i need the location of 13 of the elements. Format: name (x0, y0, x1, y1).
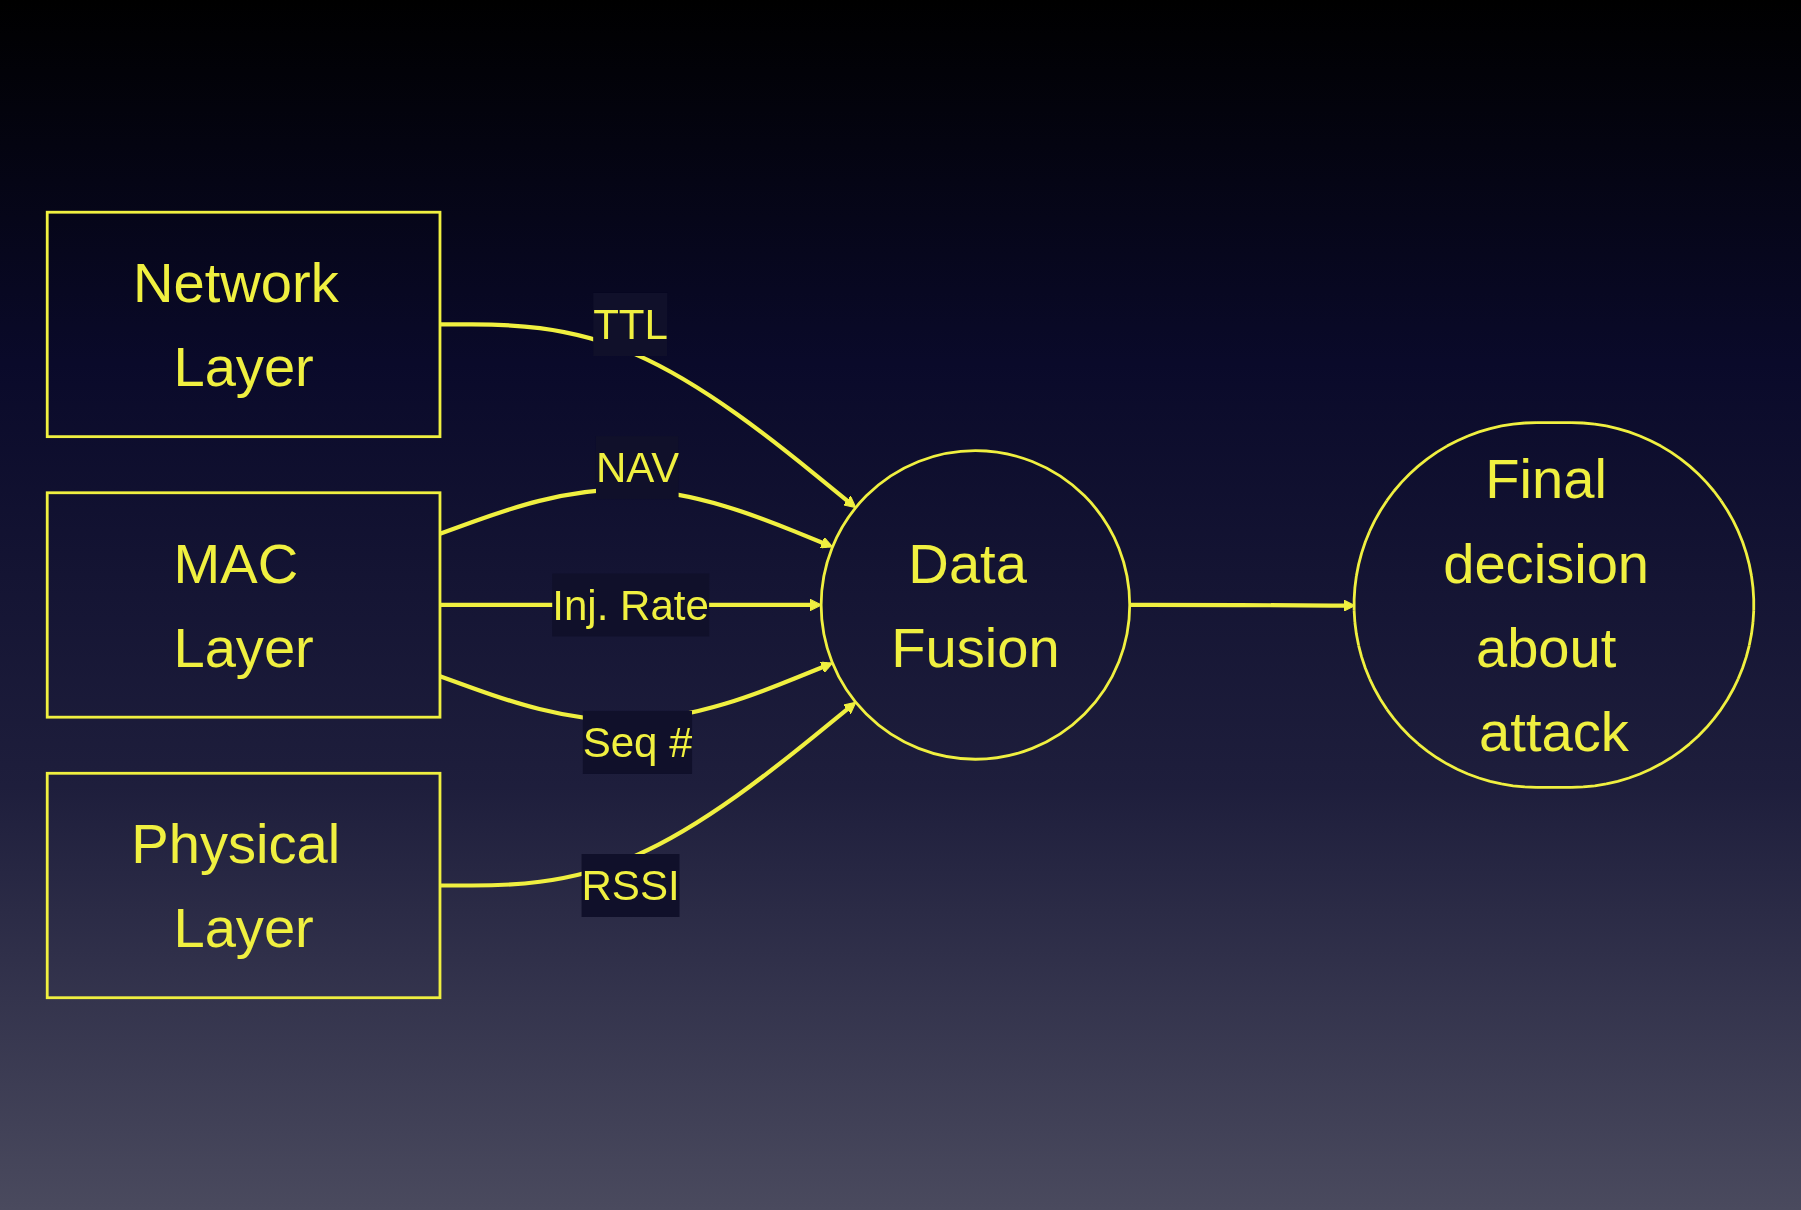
edge-label: Seq # (582, 719, 693, 766)
node-box: MAC Layer (45, 491, 442, 719)
edge-label: RSSI (581, 862, 680, 909)
node-circle: Data Fusion (819, 449, 1132, 761)
node-box: Physical Layer (45, 771, 442, 1000)
edge-label: Inj. Rate (552, 581, 709, 629)
arrow (440, 701, 857, 888)
arrow (1129, 599, 1356, 612)
edge-label: NAV (595, 444, 680, 491)
node-box: Network Layer (45, 210, 442, 439)
node-text: Final decision about attack (1443, 447, 1650, 763)
edge-label: TTL (593, 301, 668, 348)
arrow (440, 322, 857, 509)
